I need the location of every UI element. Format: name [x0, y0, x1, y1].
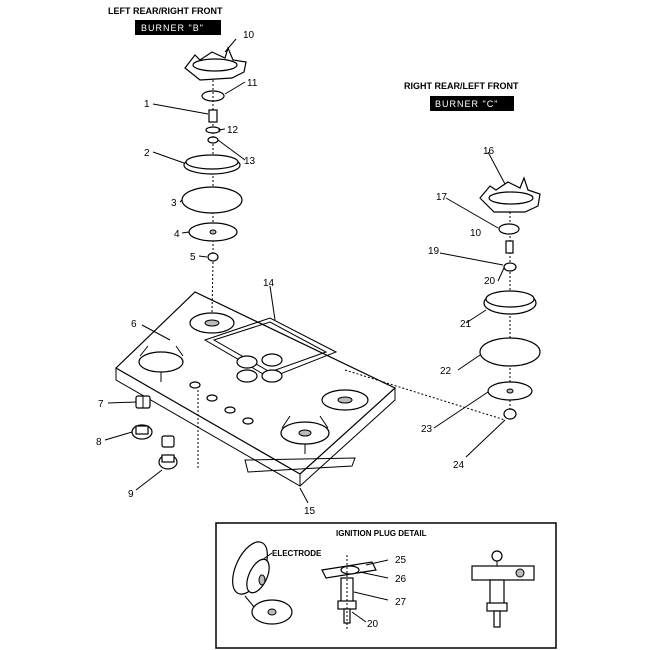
callout-27: 27: [395, 597, 407, 608]
left-position-label: LEFT REAR/RIGHT FRONT: [108, 6, 223, 16]
detail-burner-head: [232, 541, 293, 625]
burner-c-stack: [479, 176, 541, 420]
burner-b-screw: [208, 109, 218, 123]
electrode-label: ELECTRODE: [272, 549, 322, 558]
callout-6: 6: [131, 319, 137, 330]
burner-c-nut: [503, 408, 517, 420]
callout-11: 11: [247, 78, 258, 89]
burner-c-washer: [503, 262, 517, 272]
burner-c-cap: [498, 223, 520, 235]
callout-13: 13: [244, 156, 256, 167]
ignition-plug-detail: IGNITION PLUG DETAIL ELECTRODE 25 26 27: [215, 522, 557, 649]
callout-25: 25: [395, 555, 407, 566]
burner-b-ring: [181, 186, 243, 214]
right-burner-tag-bg: [430, 96, 514, 111]
knob-8: [131, 424, 153, 440]
callout-1: 1: [144, 99, 150, 110]
callout-14: 14: [263, 278, 275, 289]
callout-19: 19: [428, 246, 440, 257]
left-burner-tag-bg: [135, 20, 221, 35]
callout-12: 12: [227, 125, 239, 136]
callout-17: 17: [436, 192, 448, 203]
callout-26: 26: [395, 574, 407, 585]
callout-20-right: 20: [484, 276, 496, 287]
burner-b-washer: [205, 126, 221, 134]
callout-3: 3: [171, 198, 177, 209]
callout-15: 15: [304, 506, 316, 517]
front-right-grate: [280, 415, 330, 454]
front-trim: [244, 457, 356, 473]
callout-8: 8: [96, 437, 102, 448]
knob-7: [135, 395, 151, 409]
callout-4: 4: [174, 229, 180, 240]
burner-b-grate: [184, 46, 247, 81]
front-left-grate: [138, 345, 184, 382]
burner-c-ring: [479, 337, 541, 367]
detail-title: IGNITION PLUG DETAIL: [336, 529, 427, 538]
callout-21: 21: [460, 319, 472, 330]
burner-b-nut: [207, 252, 219, 262]
callout-20-detail: 20: [367, 619, 379, 630]
callout-9: 9: [128, 489, 134, 500]
callout-23: 23: [421, 424, 433, 435]
left-burner-tag: BURNER "B": [141, 23, 204, 33]
callout-5: 5: [190, 252, 196, 263]
callout-7: 7: [98, 399, 104, 410]
callout-24: 24: [453, 460, 465, 471]
knob-9: [158, 435, 178, 470]
burner-b-clip: [207, 136, 219, 144]
callout-16: 16: [483, 146, 495, 157]
callout-22: 22: [440, 366, 452, 377]
right-burner-tag: BURNER "C": [435, 99, 498, 109]
detail-ignition-plug-assembled: [471, 550, 535, 628]
callout-leaders: [104, 38, 506, 504]
callout-10-left: 10: [243, 30, 255, 41]
detail-ignition-plug-exploded: [321, 555, 377, 630]
burner-c-screw: [505, 240, 514, 254]
callout-2: 2: [144, 148, 150, 159]
right-position-label: RIGHT REAR/LEFT FRONT: [404, 81, 519, 91]
burner-c-grate: [479, 176, 541, 213]
detail-frame: [215, 522, 557, 649]
callout-10-right: 10: [470, 228, 482, 239]
cooktop-top-surface: [115, 291, 397, 475]
cooktop-body: [115, 291, 397, 487]
burner-b-stack: [181, 46, 247, 262]
